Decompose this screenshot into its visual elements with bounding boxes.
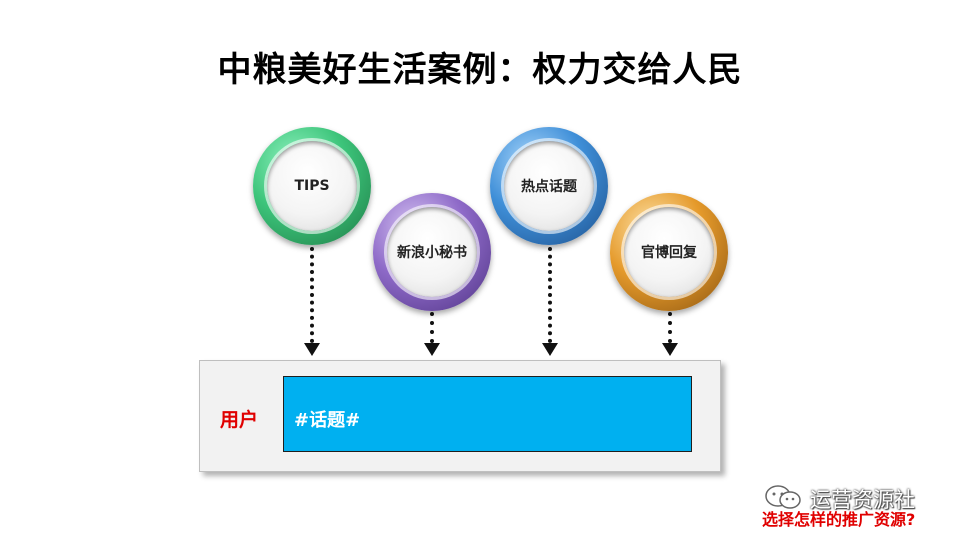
connector-tips <box>310 247 314 343</box>
node-sina-assistant-face: 新浪小秘书 <box>387 207 477 297</box>
wechat-icon <box>765 485 801 509</box>
node-hot-topics-face: 热点话题 <box>504 141 594 231</box>
arrowhead-official-reply <box>662 343 678 356</box>
node-sina-assistant-label: 新浪小秘书 <box>397 245 467 261</box>
watermark-brand: 运营资源社 <box>810 488 915 512</box>
node-tips-face: TIPS <box>267 141 357 231</box>
connector-hot-topics <box>548 247 552 343</box>
arrowhead-sina-assistant <box>424 343 440 356</box>
connector-sina-assistant <box>430 312 434 343</box>
arrowhead-hot-topics <box>542 343 558 356</box>
node-official-reply-label: 官博回复 <box>641 245 697 261</box>
user-label: 用户 <box>220 409 259 431</box>
node-hot-topics: 热点话题 <box>490 127 608 245</box>
node-hot-topics-label: 热点话题 <box>521 179 577 195</box>
slide-title: 中粮美好生活案例：权力交给人民 <box>217 50 743 90</box>
connector-official-reply <box>668 312 672 343</box>
watermark-tagline: 选择怎样的推广资源? <box>762 510 916 529</box>
node-sina-assistant: 新浪小秘书 <box>373 193 491 311</box>
node-official-reply-face: 官博回复 <box>624 207 714 297</box>
node-tips: TIPS <box>253 127 371 245</box>
node-tips-label: TIPS <box>294 178 330 194</box>
topic-box <box>283 376 692 452</box>
node-official-reply: 官博回复 <box>610 193 728 311</box>
arrowhead-tips <box>304 343 320 356</box>
topic-text: #话题# <box>294 410 361 431</box>
